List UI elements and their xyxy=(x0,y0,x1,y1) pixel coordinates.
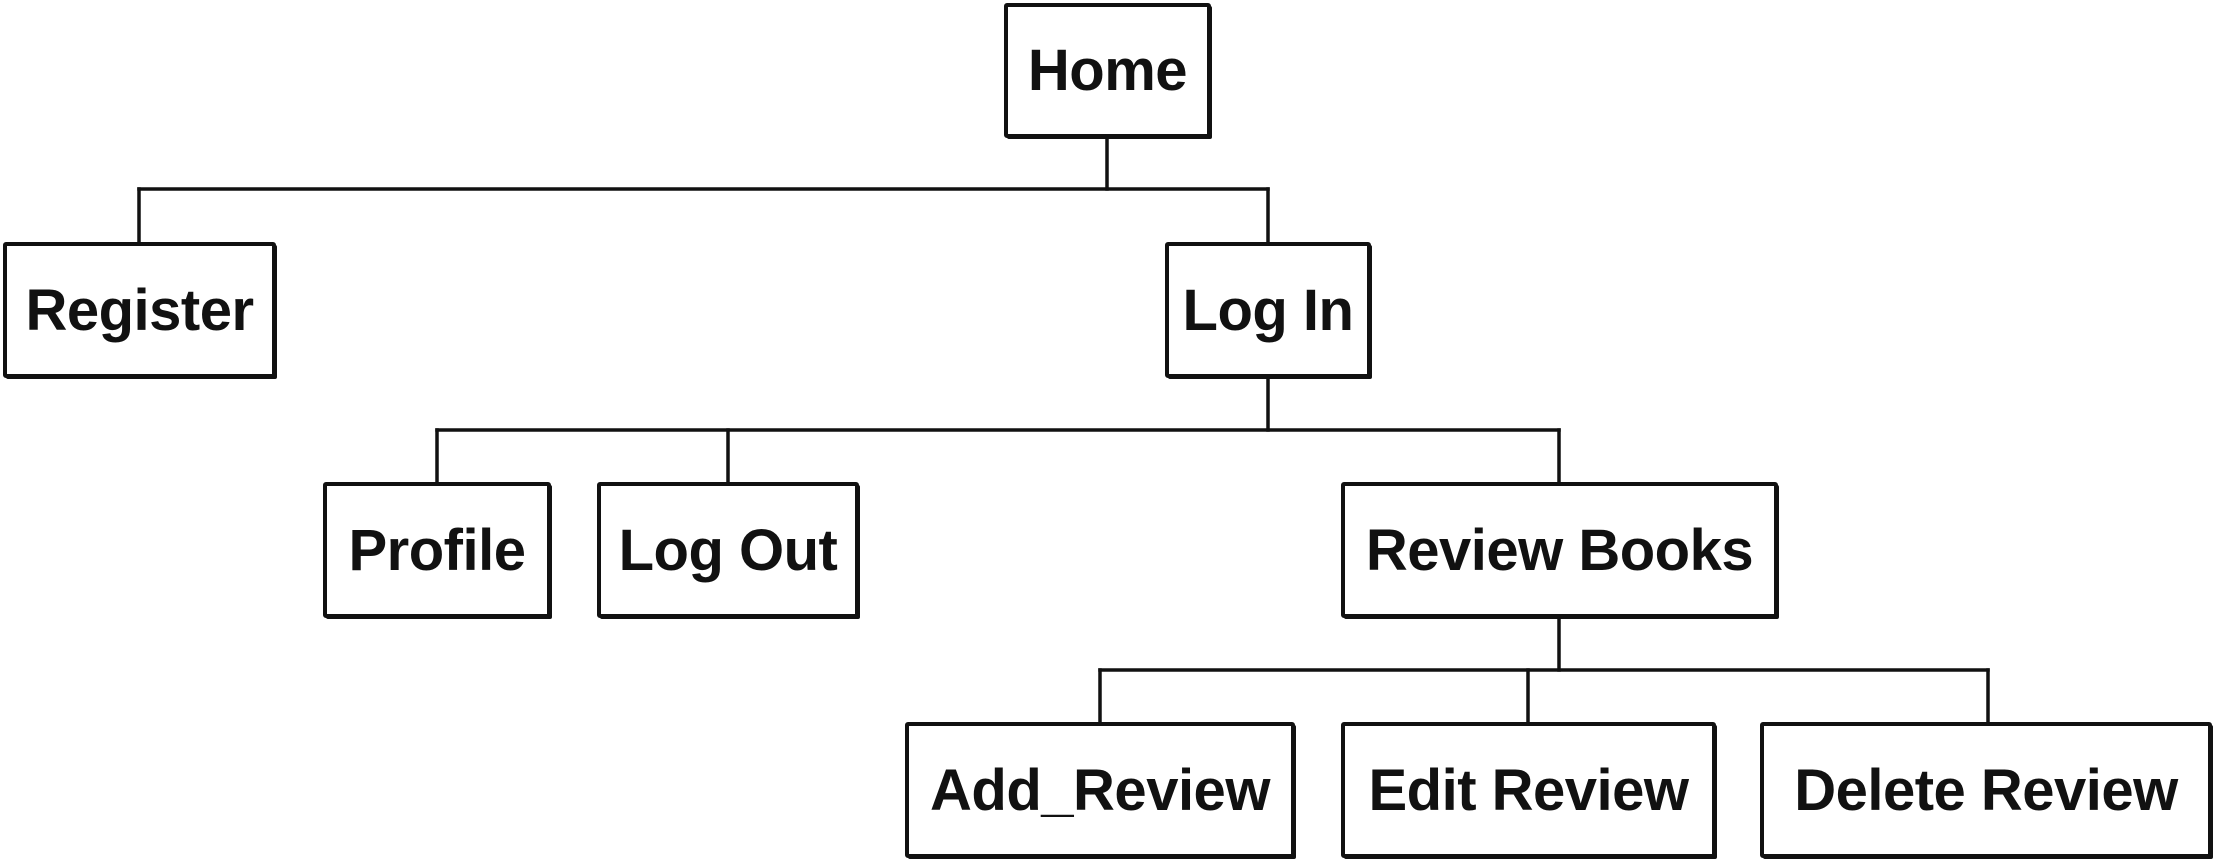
node-review-books: Review Books xyxy=(1341,482,1778,618)
node-register: Register xyxy=(3,242,276,378)
node-log-out-label: Log Out xyxy=(618,517,838,583)
node-profile-label: Profile xyxy=(348,517,527,583)
node-edit-review: Edit Review xyxy=(1341,722,1716,858)
node-log-in: Log In xyxy=(1165,242,1371,378)
node-register-label: Register xyxy=(25,277,254,343)
node-add-review-label: Add_Review xyxy=(930,757,1270,823)
node-delete-review: Delete Review xyxy=(1760,722,2212,858)
node-edit-review-label: Edit Review xyxy=(1368,757,1689,823)
node-home: Home xyxy=(1004,3,1211,138)
node-log-in-label: Log In xyxy=(1182,277,1354,343)
node-add-review: Add_Review xyxy=(905,722,1295,858)
node-review-books-label: Review Books xyxy=(1365,517,1754,583)
node-delete-review-label: Delete Review xyxy=(1794,757,2178,823)
node-home-label: Home xyxy=(1027,38,1188,103)
node-log-out: Log Out xyxy=(597,482,859,618)
node-profile: Profile xyxy=(323,482,551,618)
